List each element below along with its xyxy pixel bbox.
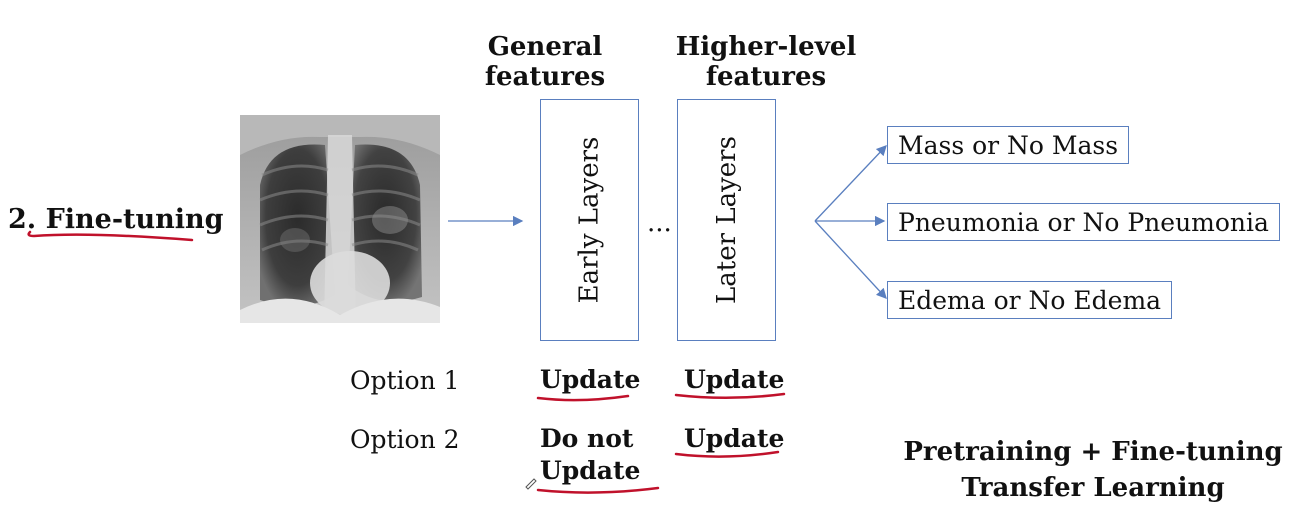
underline-option2-later [674,450,780,458]
underline-fine-tuning [27,230,194,242]
output-edema: Edema or No Edema [887,281,1173,319]
output-mass: Mass or No Mass [887,126,1130,164]
general-features-header: General features [435,32,655,92]
ellipsis: ... [647,208,672,238]
underline-option2-early [536,486,660,494]
option-2-label: Option 2 [350,425,460,454]
chest-xray-graphic [240,115,440,323]
higher-level-features-line2: features [705,62,827,92]
option-2-later-value: Update [684,424,785,453]
option-2-early-value: Do not Update [540,423,640,487]
higher-level-features-header: Higher-level features [656,32,876,92]
output-arrow-mass [814,145,887,222]
section-title: 2. Fine-tuning [8,204,224,235]
summary-line2: Transfer Learning [961,473,1225,503]
underline-option1-later [674,392,786,400]
summary-line1: Pretraining + Fine-tuning [903,437,1283,467]
early-layers-box: Early Layers [540,99,639,341]
option-1-label: Option 1 [350,366,460,395]
option-1-later-value: Update [684,365,785,394]
general-features-line2: features [484,62,606,92]
pen-cursor-icon [525,478,537,490]
output-arrow-edema [814,220,887,299]
chest-xray-image [240,115,440,323]
option-2-early-line2: Update [540,456,641,485]
option-2-early-line1: Do not [540,424,634,453]
higher-level-features-line1: Higher-level [675,32,857,62]
output-pneumonia: Pneumonia or No Pneumonia [887,203,1280,241]
underline-option1-early [536,394,630,402]
later-layers-box: Later Layers [677,99,776,341]
summary-text: Pretraining + Fine-tuning Transfer Learn… [893,434,1293,506]
option-1-early-value: Update [540,365,641,394]
general-features-line1: General [487,32,603,62]
